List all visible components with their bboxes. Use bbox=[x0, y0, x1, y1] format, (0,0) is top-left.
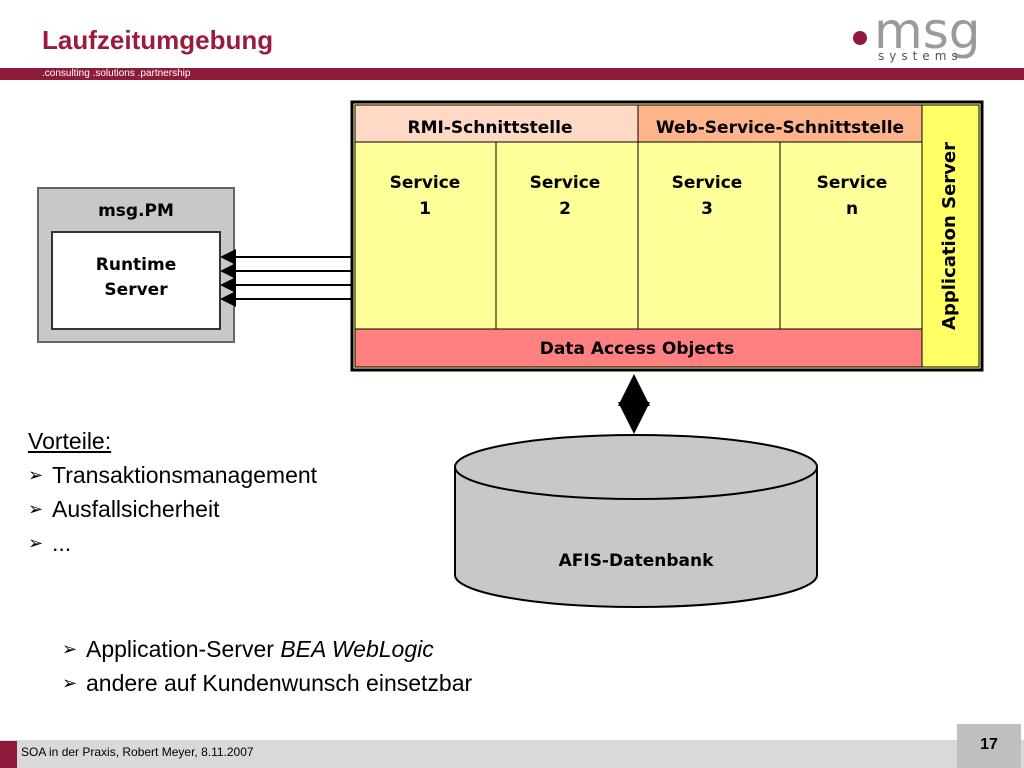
list-item: ➢andere auf Kundenwunsch einsetzbar bbox=[62, 666, 472, 700]
runtime-server-box bbox=[51, 231, 221, 330]
dao-label: Data Access Objects bbox=[540, 339, 734, 359]
list-item: ➢Transaktionsmanagement bbox=[28, 458, 317, 492]
rmi-label: RMI-Schnittstelle bbox=[408, 118, 573, 138]
msg-logo: msg systems bbox=[853, 2, 981, 63]
arrow-bullet-icon: ➢ bbox=[28, 533, 44, 553]
logo-main-text: msg bbox=[874, 2, 981, 60]
arrow-bullet-icon: ➢ bbox=[62, 639, 78, 659]
service-1-line2: 1 bbox=[419, 199, 431, 219]
database-cylinder bbox=[454, 434, 818, 608]
service-3-line2: 3 bbox=[701, 199, 713, 219]
app-server-label: Application Server bbox=[939, 142, 960, 330]
list-item: ➢Ausfallsicherheit bbox=[28, 492, 317, 526]
service-2-line1: Service bbox=[530, 173, 601, 193]
runtime-label-line2: Server bbox=[104, 280, 168, 300]
list-item: ➢... bbox=[28, 526, 317, 560]
ws-label: Web-Service-Schnittstelle bbox=[656, 118, 904, 138]
page-number: 17 bbox=[980, 736, 998, 753]
service-box-2 bbox=[495, 141, 639, 330]
service-box-1 bbox=[354, 141, 497, 330]
service-n-line1: Service bbox=[817, 173, 888, 193]
ws-interface bbox=[637, 104, 923, 143]
runtime-label-line1: Runtime bbox=[96, 255, 177, 275]
footer-bar bbox=[0, 740, 1024, 768]
arrow-bullet-icon: ➢ bbox=[28, 465, 44, 485]
footer-accent bbox=[0, 741, 17, 768]
service-box-3 bbox=[637, 141, 781, 330]
product-name: BEA WebLogic bbox=[280, 636, 434, 662]
architecture-diagram: msg.PM Runtime Server RMI-Schnittstelle … bbox=[37, 100, 984, 608]
arrow-bullet-icon: ➢ bbox=[62, 673, 78, 693]
client-title: msg.PM bbox=[98, 201, 174, 221]
dao-layer bbox=[354, 328, 923, 368]
service-n-line2: n bbox=[846, 199, 858, 219]
app-server-bar bbox=[921, 104, 980, 368]
advantages-list: Vorteile: ➢Transaktionsmanagement ➢Ausfa… bbox=[28, 424, 317, 560]
advantages-heading: Vorteile: bbox=[28, 428, 112, 454]
service-box-n bbox=[779, 141, 923, 330]
list-item: ➢Application-Server BEA WebLogic bbox=[62, 632, 472, 666]
header-bar bbox=[0, 68, 1024, 80]
rmi-interface bbox=[354, 104, 639, 143]
server-notes-list: ➢Application-Server BEA WebLogic ➢andere… bbox=[62, 632, 472, 700]
arrow-bullet-icon: ➢ bbox=[28, 499, 44, 519]
service-3-line1: Service bbox=[672, 173, 743, 193]
service-2-line2: 2 bbox=[559, 199, 571, 219]
logo-sub-text: systems bbox=[878, 49, 963, 63]
tagline: .consulting .solutions .partnership bbox=[42, 68, 191, 79]
page-number-box bbox=[957, 724, 1021, 768]
database-label: AFIS-Datenbank bbox=[559, 551, 714, 571]
footer-text: SOA in der Praxis, Robert Meyer, 8.11.20… bbox=[21, 745, 254, 759]
slide-title: Laufzeitumgebung bbox=[42, 25, 274, 55]
service-1-line1: Service bbox=[390, 173, 461, 193]
